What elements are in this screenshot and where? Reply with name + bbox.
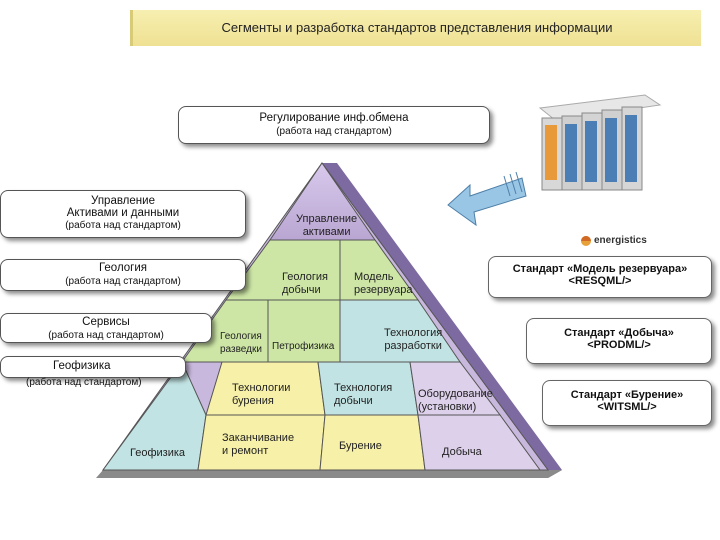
geology-box: Геология (работа над стандартом) [0, 259, 246, 291]
geology-subtitle: (работа над стандартом) [65, 276, 181, 287]
services-title: Сервисы [82, 316, 130, 328]
standard-resqml-code: <RESQML/> [568, 275, 632, 287]
label-petrophysics: Петрофизика [272, 341, 335, 352]
standard-resqml-title: Стандарт «Модель резервуара» [512, 263, 688, 275]
energistics-logo-icon [581, 236, 591, 246]
services-box: Сервисы (работа над стандартом) [0, 313, 212, 343]
services-subtitle: (работа над стандартом) [48, 330, 164, 341]
standard-resqml-box: Стандарт «Модель резервуара» <RESQML/> [488, 256, 712, 298]
pyramid-right-edge [322, 163, 562, 478]
assets-box: Управление Активами и данными (работа на… [0, 190, 246, 238]
geophysics-subtitle: (работа над стандартом) [26, 377, 142, 388]
title-bar: Сегменты и разработка стандартов предста… [130, 10, 701, 46]
standard-prodml-code: <PRODML/> [587, 339, 651, 351]
label-drilling: Бурение [339, 440, 382, 452]
label-geophysics-segment: Геофизика [130, 447, 186, 459]
assets-title-1: Управление [91, 195, 155, 207]
standard-witsml-title: Стандарт «Бурение» [570, 389, 684, 401]
standard-witsml-code: <WITSML/> [597, 401, 657, 413]
standard-prodml-box: Стандарт «Добыча» <PRODML/> [526, 318, 712, 364]
assets-subtitle: (работа над стандартом) [65, 220, 181, 231]
pyramid-bottom-edge [96, 470, 562, 478]
geology-title: Геология [98, 262, 148, 274]
regulation-title: Регулирование инф.обмена [259, 112, 409, 124]
standard-witsml-box: Стандарт «Бурение» <WITSML/> [542, 380, 712, 426]
binders-icon [538, 94, 662, 191]
standard-prodml-title: Стандарт «Добыча» [564, 327, 674, 339]
energistics-logo-text: energistics [594, 235, 647, 246]
arrow-icon [447, 171, 527, 227]
regulation-subtitle: (работа над стандартом) [276, 126, 392, 137]
page-title: Сегменты и разработка стандартов предста… [221, 20, 613, 35]
label-equipment: Оборудование(установки) [418, 388, 493, 413]
segment-production [417, 414, 541, 471]
geophysics-title: Геофизика [53, 360, 111, 372]
geophysics-box: Геофизика [0, 356, 186, 378]
label-production: Добыча [442, 446, 482, 458]
assets-title-2: Активами и данными [66, 207, 180, 219]
regulation-box: Регулирование инф.обмена (работа над ста… [178, 106, 490, 144]
